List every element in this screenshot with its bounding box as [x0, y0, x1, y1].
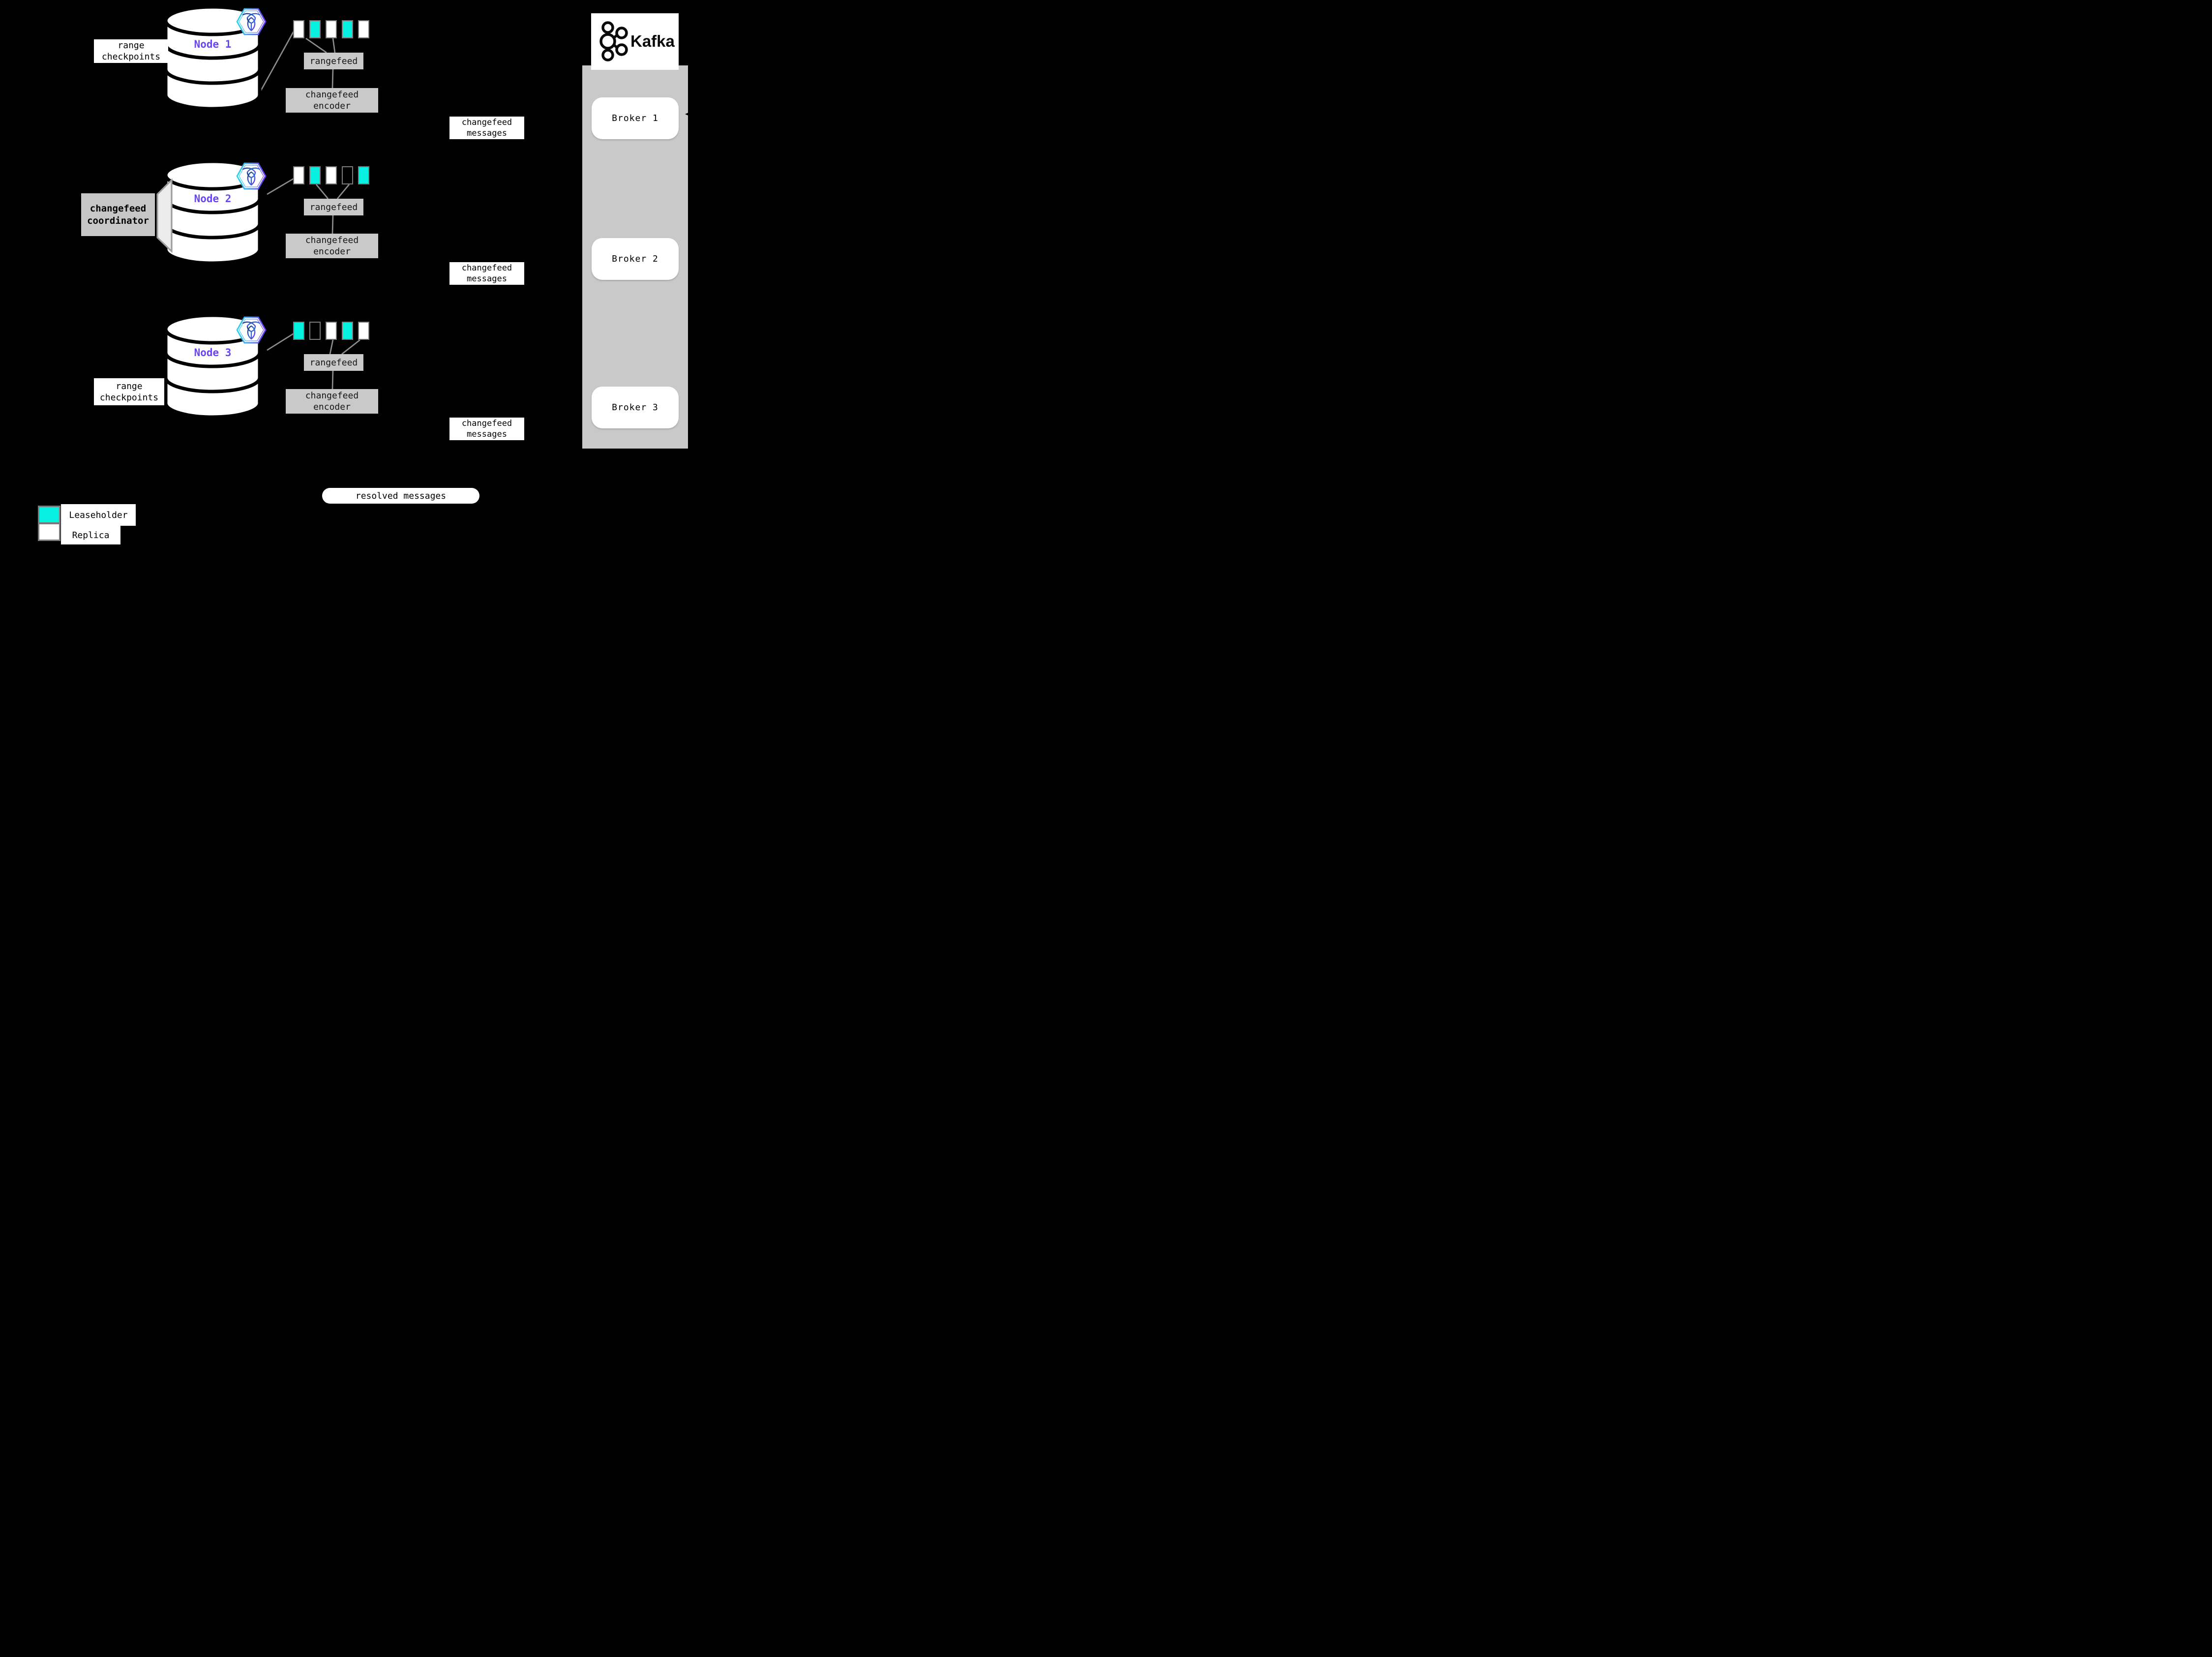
- range-square-leaseholder: [358, 166, 369, 184]
- range-square-replica: [326, 166, 337, 184]
- range-checkpoints-label-top: range checkpoints: [94, 39, 168, 63]
- label-line: changefeed: [461, 118, 512, 127]
- changefeed-kafka-diagram: { "colors": { "background": "#000000", "…: [0, 0, 737, 552]
- label-line: changefeed: [90, 203, 147, 214]
- changefeed-coordinator-box: changefeed coordinator: [81, 193, 155, 236]
- kafka-logo-text: Kafka: [630, 32, 675, 50]
- label-line: changefeed: [305, 391, 359, 401]
- label-line: range: [118, 40, 145, 51]
- range-square-replica: [358, 20, 369, 38]
- label-line: changefeed: [305, 90, 359, 100]
- node2-cylinder: [164, 159, 262, 265]
- node-3-changefeed-encoder-box: changefeed encoder: [286, 389, 378, 414]
- legend-leaseholder-label: Leaseholder: [61, 504, 136, 526]
- node1-connectors: [260, 31, 336, 91]
- label-line: messages: [467, 128, 507, 138]
- node1-cylinder: [164, 5, 262, 111]
- coordinator-flap: [156, 178, 173, 253]
- range-square-leaseholder: [309, 166, 321, 184]
- kafka-logo-box: Kafka: [591, 13, 679, 70]
- label-line: encoder: [313, 101, 351, 111]
- range-square-replica: [358, 322, 369, 340]
- legend-replica-swatch: [38, 523, 60, 541]
- node-2-rangefeed-box: rangefeed: [304, 199, 363, 215]
- incoming-arrowhead-icon: [685, 111, 693, 118]
- label-line: encoder: [313, 402, 351, 412]
- legend-replica-label: Replica: [61, 526, 120, 544]
- cockroachdb-logo-icon: [236, 8, 267, 344]
- label-line: changefeed: [461, 419, 512, 428]
- node3-cylinder: [164, 313, 262, 419]
- node-2-range-squares: [293, 166, 369, 184]
- legend-leaseholder-swatch: [38, 506, 60, 524]
- label-line: range: [116, 381, 143, 392]
- range-square-leaseholder: [309, 20, 321, 38]
- node-3-rangefeed-box: rangefeed: [304, 354, 363, 371]
- label-line: changefeed: [461, 263, 512, 273]
- range-square-replica: [326, 322, 337, 340]
- node-2-label: Node 2: [194, 193, 232, 205]
- label-line: checkpoints: [101, 52, 161, 62]
- range-square-leaseholder: [342, 322, 353, 340]
- range-square-empty: [342, 166, 353, 184]
- node-2-changefeed-encoder-box: changefeed encoder: [286, 234, 378, 258]
- label-line: changefeed: [305, 235, 359, 245]
- broker-2: Broker 2: [592, 238, 679, 280]
- node3-connectors: [267, 332, 360, 390]
- node-1-changefeed-encoder-box: changefeed encoder: [286, 88, 378, 113]
- label-line: checkpoints: [99, 392, 159, 403]
- broker-3: Broker 3: [592, 387, 679, 428]
- label-line: messages: [467, 429, 507, 439]
- changefeed-messages-label-1: changefeed messages: [449, 117, 524, 139]
- range-square-empty: [309, 322, 321, 340]
- kafka-logo-icon: [599, 21, 628, 61]
- node-1-label: Node 1: [194, 38, 232, 50]
- node-1-rangefeed-box: rangefeed: [304, 53, 363, 69]
- changefeed-messages-label-2: changefeed messages: [449, 262, 524, 285]
- label-line: coordinator: [87, 215, 149, 226]
- range-square-leaseholder: [293, 322, 304, 340]
- label-line: encoder: [313, 246, 351, 257]
- resolved-messages-label: resolved messages: [322, 488, 479, 504]
- node-3-label: Node 3: [194, 347, 232, 359]
- range-square-leaseholder: [342, 20, 353, 38]
- range-checkpoints-label-bottom: range checkpoints: [94, 378, 164, 405]
- label-line: messages: [467, 274, 507, 284]
- diagram-graphics: [156, 5, 360, 419]
- range-square-replica: [293, 166, 304, 184]
- broker-1: Broker 1: [592, 97, 679, 139]
- node-1-range-squares: [293, 20, 369, 38]
- range-square-replica: [293, 20, 304, 38]
- changefeed-messages-label-3: changefeed messages: [449, 418, 524, 440]
- node2-connectors: [267, 177, 350, 234]
- node-3-range-squares: [293, 322, 369, 340]
- range-square-replica: [326, 20, 337, 38]
